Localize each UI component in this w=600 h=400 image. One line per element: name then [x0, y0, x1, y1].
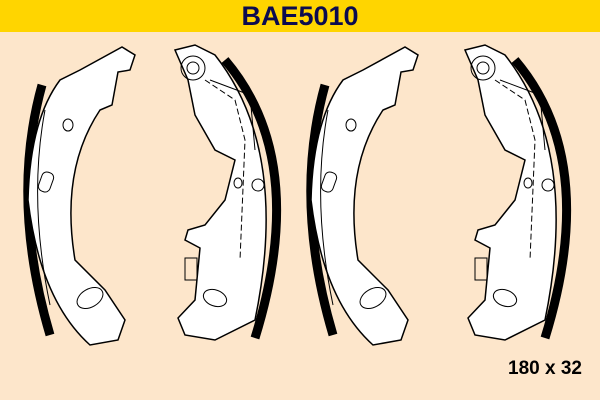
dimensions-label: 180 x 32 — [508, 358, 582, 379]
brake-shoe-1 — [28, 47, 135, 345]
brake-shoe-4 — [465, 45, 567, 340]
brake-shoe-set-image — [0, 32, 600, 400]
part-number: BAE5010 — [241, 0, 359, 31]
header-bar: BAE5010 — [0, 0, 600, 32]
brake-shoe-3 — [311, 47, 418, 345]
brake-shoe-2 — [175, 45, 277, 340]
